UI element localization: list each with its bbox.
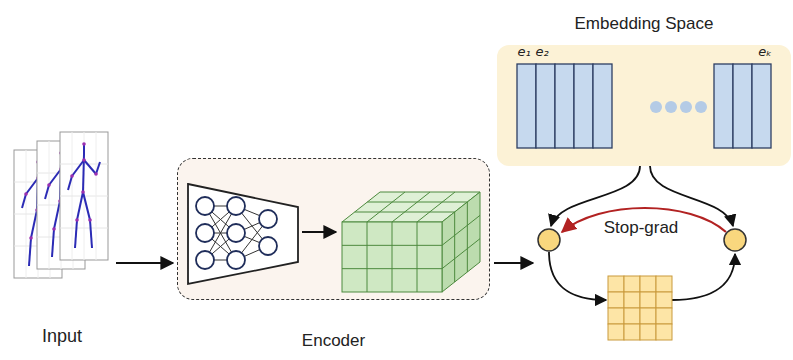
flow-line	[549, 252, 606, 300]
quant-circle	[724, 229, 746, 251]
feature-cube	[342, 192, 480, 292]
vector-label: e₂	[535, 44, 548, 59]
lookup-line	[551, 166, 640, 226]
vector-label: e₁	[517, 44, 530, 59]
flow-arrow	[494, 262, 533, 264]
quant-circle	[538, 229, 560, 251]
network-icon	[188, 184, 298, 284]
input-label: Input	[42, 326, 82, 347]
lookup-line	[650, 166, 733, 226]
flow-arrow	[302, 231, 336, 233]
encoder-box: Encoder	[177, 158, 490, 300]
embedding-space-box: Embedding Space	[497, 45, 791, 166]
flow-arrow	[116, 262, 173, 264]
codebook-vectors	[517, 64, 771, 148]
stop-grad-arc	[562, 208, 726, 232]
flow-line	[672, 254, 735, 300]
node-heading: Encoder	[302, 331, 365, 351]
stop-grad-label: Stop-grad	[604, 218, 679, 238]
index-grid	[608, 276, 672, 340]
node-heading: Embedding Space	[575, 14, 714, 34]
vector-label: eₖ	[758, 44, 772, 59]
skeleton-frames	[14, 132, 108, 278]
